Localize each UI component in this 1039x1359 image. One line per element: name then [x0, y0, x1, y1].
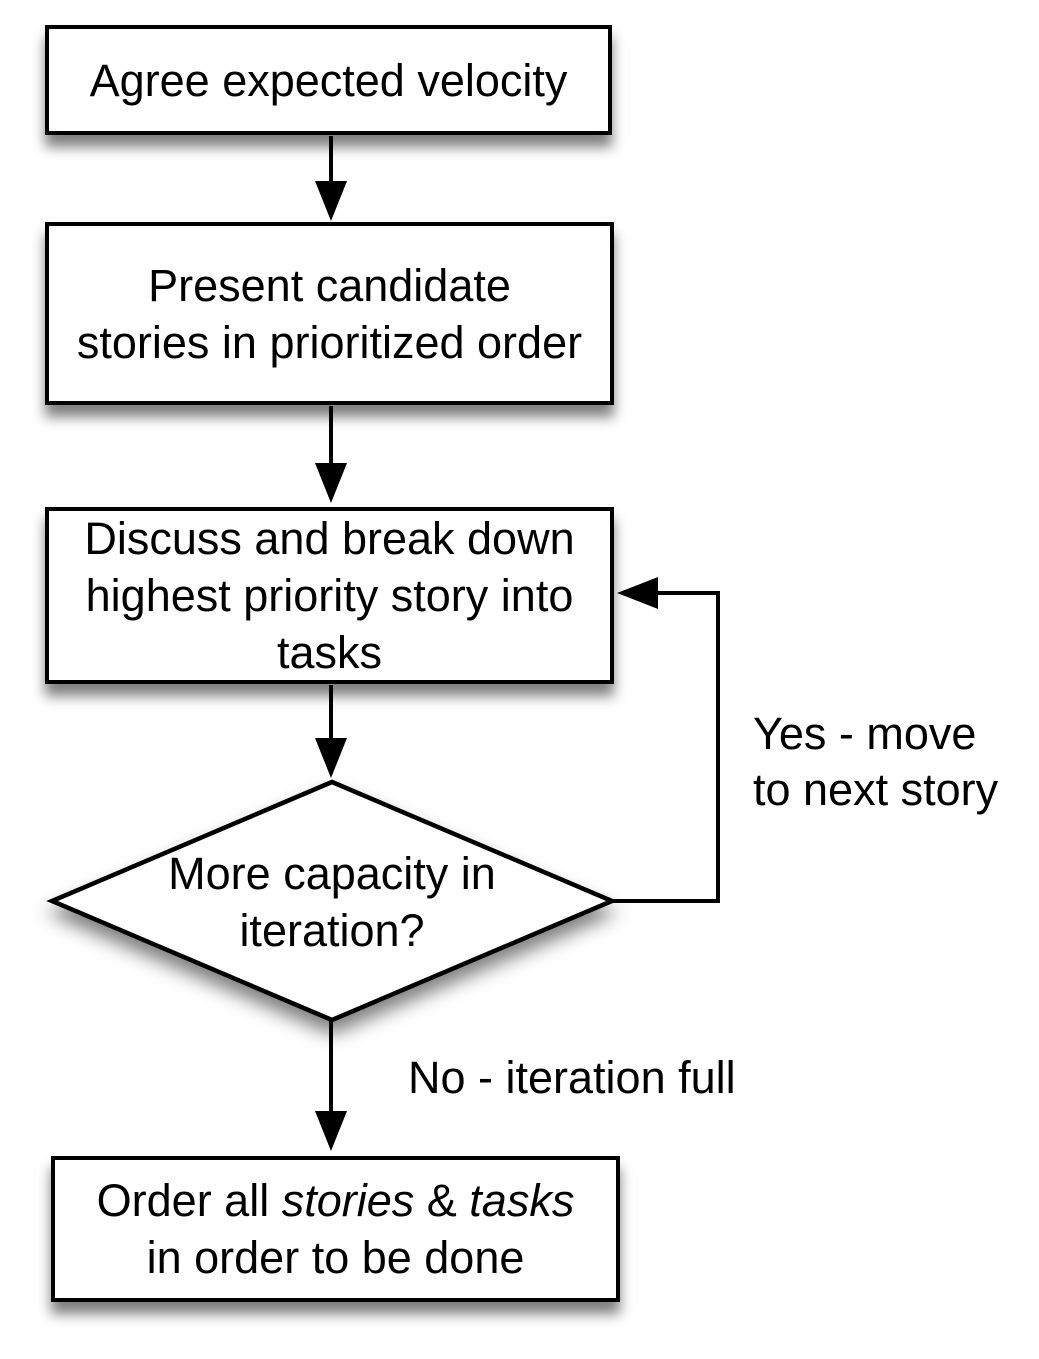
node-decision-line1: More capacity in [168, 848, 496, 899]
node-order-part2: & [414, 1175, 470, 1226]
node-order-part1: Order all [96, 1175, 282, 1226]
yes-loop-line [612, 591, 720, 903]
arrow-decision-to-order-head [315, 1111, 347, 1151]
node-decision-label: More capacity in iteration? [92, 845, 572, 959]
node-decision-line2: iteration? [239, 905, 425, 956]
node-discuss-line2: highest priority story into [85, 570, 574, 621]
node-order-line1: Order all stories & tasks [97, 1172, 575, 1229]
node-order: Order all stories & tasks in order to be… [51, 1156, 620, 1302]
node-decision-shape [46, 779, 618, 1023]
node-discuss-line1: Discuss and break down [84, 513, 575, 564]
arrow-agree-to-present-head [315, 181, 347, 221]
yes-loop-arrowhead [617, 577, 658, 609]
node-order-stories: stories [281, 1175, 415, 1226]
node-order-tasks: tasks [469, 1175, 575, 1226]
node-present-line1: Present candidate [148, 259, 511, 311]
node-present: Present candidate stories in prioritized… [45, 222, 614, 405]
edge-label-yes-line2: to next story [753, 764, 999, 815]
node-agree-label: Agree expected velocity [89, 54, 568, 106]
node-discuss-line3: tasks [276, 627, 383, 678]
arrow-present-to-discuss-head [315, 463, 347, 503]
edge-label-yes-line1: Yes - move [753, 708, 977, 759]
edge-label-no: No - iteration full [408, 1050, 736, 1106]
node-agree: Agree expected velocity [45, 25, 612, 135]
node-order-line2: in order to be done [146, 1232, 525, 1283]
node-discuss: Discuss and break down highest priority … [45, 507, 614, 684]
edge-label-no-text: No - iteration full [408, 1052, 736, 1103]
edge-label-yes: Yes - move to next story [753, 706, 998, 818]
arrow-discuss-to-decision-head [315, 738, 347, 778]
node-present-line2: stories in prioritized order [76, 316, 583, 368]
